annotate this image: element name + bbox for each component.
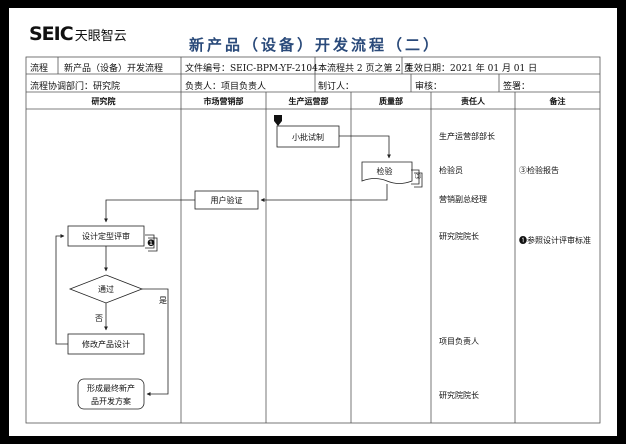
- arrow-to-inspection: [339, 135, 391, 159]
- start-marker: [274, 115, 282, 126]
- responsible-marketing-vp: 营销副总经理: [439, 195, 487, 204]
- flow-name: 新产品（设备）开发流程: [64, 64, 164, 74]
- lane-header-research: 研究院: [91, 96, 116, 106]
- arrow-yes: [142, 288, 169, 396]
- logo-text: 天眼智云: [74, 29, 127, 44]
- step-final-plan-line2: 品开发方案: [91, 397, 131, 406]
- label-yes: 是: [159, 296, 167, 305]
- decision-passed: 通过: [98, 285, 114, 294]
- responsible-project-lead: 项目负责人: [439, 337, 479, 346]
- review-doc-number: ❶: [146, 239, 156, 249]
- lane-header-marketing: 市场营销部: [203, 96, 244, 106]
- note-inspection-report: ③检验报告: [519, 166, 559, 175]
- inspection-doc-shape: [361, 161, 413, 184]
- flow-label: 流程: [30, 64, 49, 74]
- responsible-inspector: 检验员: [439, 166, 463, 175]
- lane-header-quality: 质量部: [379, 96, 403, 106]
- doc-number: 文件编号：SEIC-BPM-YF-2104: [185, 64, 318, 74]
- inspection-doc-number: ③: [414, 172, 422, 181]
- table-grid: [25, 56, 601, 424]
- approver: 签署：: [503, 82, 531, 92]
- responsible-research-head: 研究院院长: [439, 232, 479, 241]
- lane-header-responsible: 责任人: [461, 96, 485, 106]
- lane-header-notes: 备注: [549, 96, 566, 106]
- step-final-plan-line1: 形成最终新产: [87, 384, 135, 393]
- flowchart-lines: [25, 56, 601, 424]
- step-design-review: 设计定型评审: [82, 232, 130, 241]
- note-review-standard: ❶参照设计评审标准: [519, 236, 591, 245]
- arrow-loop-back: [55, 234, 68, 345]
- page-count: 本流程共 2 页之第 2 页: [318, 64, 413, 74]
- coord-dept: 流程协调部门：研究院: [30, 82, 121, 92]
- effective-date: 生效日期：2021 年 01 月 01 日: [405, 64, 538, 74]
- owner: 负责人：项目负责人: [185, 82, 267, 92]
- page-title: 新产品（设备）开发流程（二）: [189, 36, 442, 54]
- step-trial-production: 小批试制: [292, 133, 324, 142]
- final-plan-box: [77, 378, 145, 410]
- responsible-operations-head: 生产运营部部长: [439, 132, 495, 141]
- trial-production-box: [276, 125, 340, 148]
- step-modify-design: 修改产品设计: [82, 340, 130, 349]
- arrow-to-design-review: [104, 199, 195, 223]
- step-inspection: 检验: [376, 167, 393, 176]
- arrow-to-user-validation: [260, 184, 388, 202]
- logo-mark: SEIC: [29, 23, 74, 45]
- step-user-validation: 用户验证: [210, 196, 243, 205]
- lane-header-operations: 生产运营部: [288, 96, 329, 106]
- label-no: 否: [95, 314, 103, 323]
- author: 制订人：: [318, 82, 355, 92]
- reviewer: 审核：: [415, 82, 443, 92]
- responsible-research-head-2: 研究院院长: [439, 391, 479, 400]
